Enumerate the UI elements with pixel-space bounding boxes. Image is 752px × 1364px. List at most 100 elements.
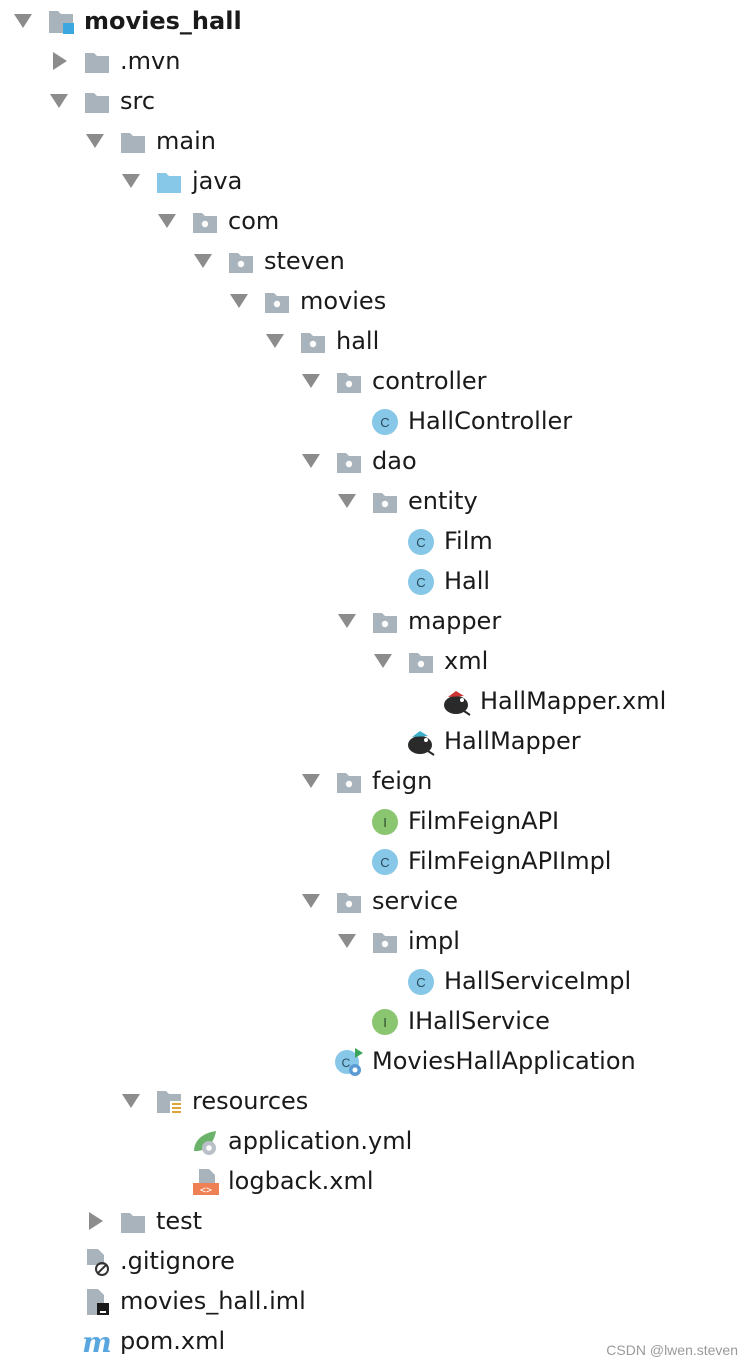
tree-node-movies-hall[interactable]: movies_hall — [0, 1, 752, 41]
tree-node-hallmapper[interactable]: HallMapper — [0, 721, 752, 761]
spring-boot-class-icon: C — [334, 1047, 364, 1077]
expand-arrow-down-icon[interactable] — [120, 171, 142, 191]
expand-arrow-down-icon[interactable] — [336, 931, 358, 951]
expand-arrow-down-icon[interactable] — [300, 371, 322, 391]
expand-arrow-down-icon[interactable] — [300, 771, 322, 791]
tree-node-com[interactable]: com — [0, 201, 752, 241]
svg-text:I: I — [383, 815, 387, 830]
svg-text:<>: <> — [200, 1185, 212, 1196]
package-icon — [334, 887, 364, 917]
tree-node-label: test — [156, 1207, 203, 1235]
maven-pom-icon: m — [82, 1326, 112, 1359]
tree-node-controller[interactable]: controller — [0, 361, 752, 401]
folder-icon — [82, 87, 112, 117]
tree-node-main[interactable]: main — [0, 121, 752, 161]
expand-arrow-down-icon[interactable] — [228, 291, 250, 311]
tree-node-label: com — [228, 207, 280, 235]
package-icon — [370, 927, 400, 957]
tree-node-hall[interactable]: hall — [0, 321, 752, 361]
tree-node-logback-xml[interactable]: <>logback.xml — [0, 1161, 752, 1201]
folder-icon — [118, 127, 148, 157]
tree-node-label: .mvn — [120, 47, 181, 75]
tree-node-label: pom.xml — [120, 1327, 226, 1355]
svg-text:m: m — [82, 1327, 112, 1357]
tree-node-label: resources — [192, 1087, 309, 1115]
ignore-file-icon — [82, 1247, 112, 1277]
tree-node-mvn[interactable]: .mvn — [0, 41, 752, 81]
mybatis-xml-icon — [442, 687, 472, 717]
package-icon — [334, 767, 364, 797]
tree-node-label: HallController — [408, 407, 573, 435]
class-icon: C — [406, 527, 436, 557]
tree-node-label: steven — [264, 247, 345, 275]
tree-node-steven[interactable]: steven — [0, 241, 752, 281]
expand-arrow-down-icon[interactable] — [156, 211, 178, 231]
expand-arrow-down-icon[interactable] — [264, 331, 286, 351]
tree-node-label: service — [372, 887, 458, 915]
tree-node-label: movies_hall — [84, 7, 242, 35]
tree-node-label: impl — [408, 927, 460, 955]
expand-arrow-down-icon[interactable] — [372, 651, 394, 671]
expand-arrow-down-icon[interactable] — [48, 91, 70, 111]
expand-arrow-down-icon[interactable] — [300, 891, 322, 911]
tree-node-label: movies — [300, 287, 387, 315]
interface-icon: I — [370, 807, 400, 837]
expand-arrow-down-icon[interactable] — [120, 1091, 142, 1111]
tree-node-dao[interactable]: dao — [0, 441, 752, 481]
xml-file-icon: <> — [190, 1167, 220, 1197]
module-folder-icon — [46, 7, 76, 37]
expand-arrow-down-icon[interactable] — [336, 491, 358, 511]
expand-arrow-down-icon[interactable] — [84, 131, 106, 151]
spring-config-icon — [190, 1127, 220, 1157]
tree-node-label: application.yml — [228, 1127, 413, 1155]
expand-arrow-down-icon[interactable] — [12, 11, 34, 31]
tree-node-impl[interactable]: impl — [0, 921, 752, 961]
collapse-arrow-right-icon[interactable] — [84, 1211, 106, 1231]
tree-node-pom-xml[interactable]: m pom.xml — [0, 1321, 752, 1361]
tree-node-test[interactable]: test — [0, 1201, 752, 1241]
class-icon: C — [406, 567, 436, 597]
tree-node-application-yml[interactable]: application.yml — [0, 1121, 752, 1161]
tree-node-entity[interactable]: entity — [0, 481, 752, 521]
package-icon — [226, 247, 256, 277]
tree-node-label: java — [192, 167, 243, 195]
tree-node-label: controller — [372, 367, 487, 395]
tree-node-service[interactable]: service — [0, 881, 752, 921]
package-icon — [370, 487, 400, 517]
tree-node-gitignore[interactable]: .gitignore — [0, 1241, 752, 1281]
tree-node-movies[interactable]: movies — [0, 281, 752, 321]
tree-node-label: src — [120, 87, 156, 115]
resources-folder-icon — [154, 1087, 184, 1117]
tree-node-movies-hall-iml[interactable]: movies_hall.iml — [0, 1281, 752, 1321]
tree-node-mapper[interactable]: mapper — [0, 601, 752, 641]
interface-icon: I — [370, 1007, 400, 1037]
tree-node-label: feign — [372, 767, 433, 795]
tree-node-resources[interactable]: resources — [0, 1081, 752, 1121]
tree-node-feign[interactable]: feign — [0, 761, 752, 801]
collapse-arrow-right-icon[interactable] — [48, 51, 70, 71]
package-icon — [190, 207, 220, 237]
tree-node-label: HallMapper — [444, 727, 581, 755]
folder-icon — [82, 47, 112, 77]
expand-arrow-down-icon[interactable] — [300, 451, 322, 471]
expand-arrow-down-icon[interactable] — [192, 251, 214, 271]
mybatis-mapper-icon — [406, 727, 436, 757]
svg-text:C: C — [416, 535, 425, 550]
tree-node-src[interactable]: src — [0, 81, 752, 121]
tree-node-label: FilmFeignAPIImpl — [408, 847, 612, 875]
package-icon — [370, 607, 400, 637]
class-icon: C — [406, 967, 436, 997]
tree-node-java[interactable]: java — [0, 161, 752, 201]
tree-node-xml[interactable]: xml — [0, 641, 752, 681]
tree-node-hallmapper-xml[interactable]: HallMapper.xml — [0, 681, 752, 721]
expand-arrow-down-icon[interactable] — [336, 611, 358, 631]
